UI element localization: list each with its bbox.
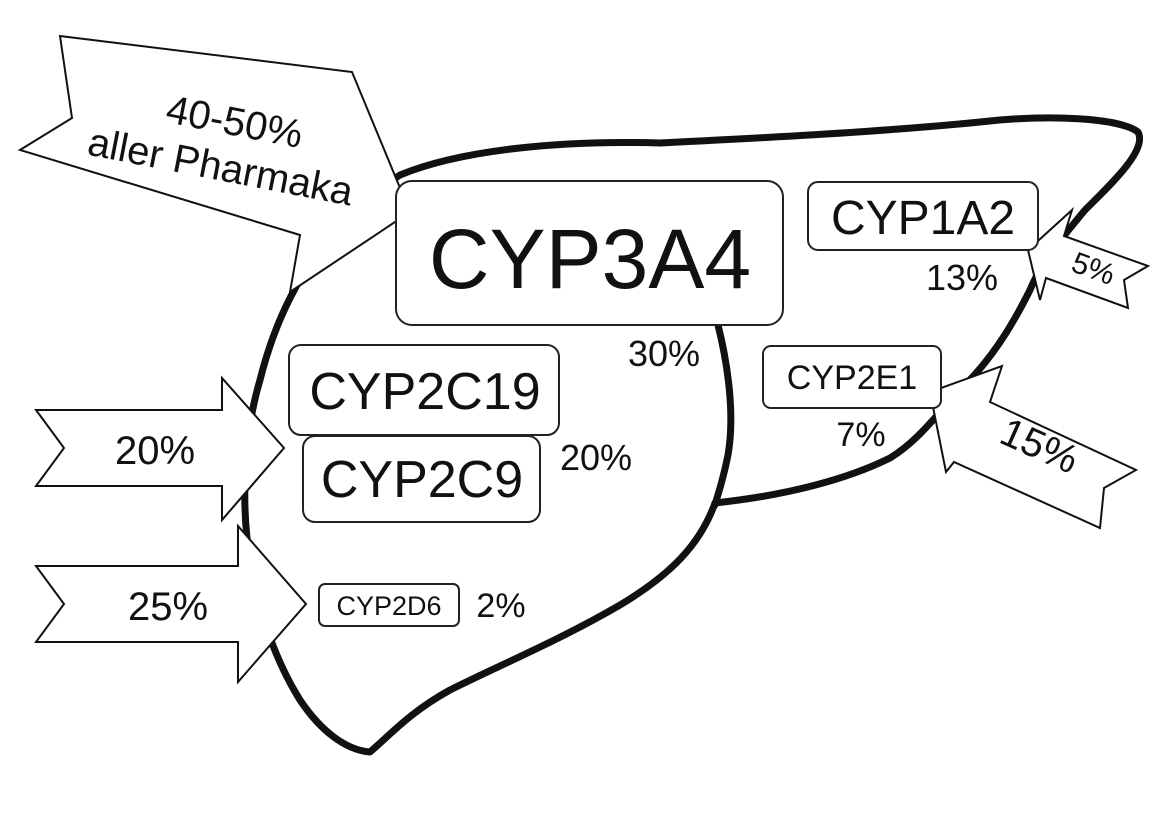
arrow-cyp2e1: 15% [928,364,1139,530]
enzyme-cyp2e1-name: CYP2E1 [787,359,917,397]
enzyme-cyp3a4-name: CYP3A4 [429,212,751,306]
enzyme-cyp2d6-share: 2% [476,587,525,625]
arrow-cyp2d6: 25% [34,523,308,685]
liver-lobe-divider [711,321,735,509]
enzyme-cyp2e1: CYP2E1 7% [762,345,942,454]
enzyme-cyp2d6-name: CYP2D6 [336,591,441,621]
liver-outline [241,114,1144,756]
enzyme-cyp2d6: CYP2D6 2% [318,583,526,627]
enzyme-cyp2c-share: 20% [560,437,632,478]
enzyme-cyp2c19-name: CYP2C19 [309,363,540,421]
enzyme-cyp1a2-name: CYP1A2 [831,192,1015,245]
arrow-shape [928,364,1139,530]
arrow-cyp3a4: 40-50% aller Pharmaka [17,34,412,295]
arrow-shape [1026,206,1151,310]
arrow-cyp1a2: 5% [1026,206,1151,310]
enzyme-box [807,181,1039,251]
enzyme-box [318,583,460,627]
arrow-cyp2c: 20% [34,375,286,523]
liver-left-lobe [241,114,1144,756]
arrow-shape [34,375,286,523]
arrow-shape [34,523,308,685]
enzyme-box [302,435,541,523]
enzyme-cyp1a2: CYP1A2 13% [807,181,1039,298]
arrow-cyp2d6-label: 25% [128,585,208,629]
enzyme-cyp3a4-share: 30% [628,333,700,374]
enzyme-cyp2e1-share: 7% [836,416,885,454]
enzyme-box [762,345,942,409]
enzyme-cyp2c19: CYP2C19 [288,344,560,436]
arrow-shape [17,34,412,295]
enzyme-cyp2c9: CYP2C9 [302,435,541,523]
arrow-cyp2c-label: 20% [115,429,195,473]
enzyme-cyp2c9-name: CYP2C9 [321,451,523,509]
enzyme-cyp1a2-share: 13% [926,257,998,298]
enzyme-cyp3a4: CYP3A4 30% [395,180,784,374]
enzyme-box [395,180,784,326]
